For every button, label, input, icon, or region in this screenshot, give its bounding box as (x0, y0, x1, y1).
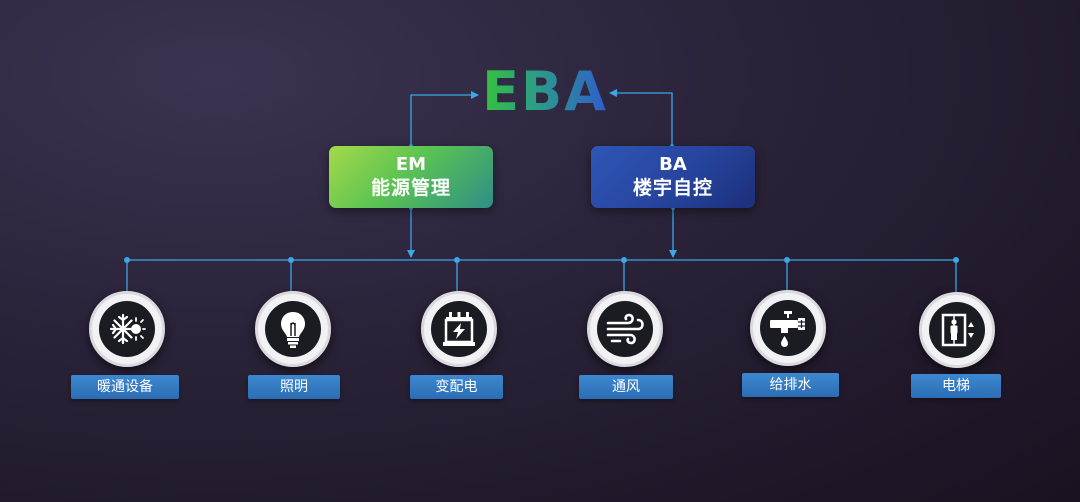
device-label-ventilation: 通风 (579, 375, 673, 399)
light-bulb-icon (255, 291, 331, 367)
em-energy-management-box: EM 能源管理 (329, 146, 493, 208)
ba-code: BA (659, 154, 687, 175)
device-label-water-supply-drainage: 给排水 (742, 373, 839, 397)
ba-name: 楼宇自控 (632, 177, 713, 199)
wind-icon (587, 291, 663, 367)
snowflake-sun-icon (89, 291, 165, 367)
transformer-icon (421, 291, 497, 367)
elevator-icon (919, 292, 995, 368)
water-tap-icon (750, 290, 826, 366)
ba-building-automation-box: BA 楼宇自控 (591, 146, 755, 208)
em-code: EM (395, 154, 427, 175)
device-label-power-distribution: 变配电 (410, 375, 503, 399)
link-eba-em (407, 91, 479, 150)
device-label-elevator: 电梯 (911, 374, 1001, 398)
em-name: 能源管理 (370, 177, 451, 199)
eba-logo: EBA (480, 62, 610, 122)
link-eba-ba (609, 89, 676, 150)
device-label-hvac: 暖通设备 (71, 375, 179, 399)
device-label-lighting: 照明 (248, 375, 340, 399)
